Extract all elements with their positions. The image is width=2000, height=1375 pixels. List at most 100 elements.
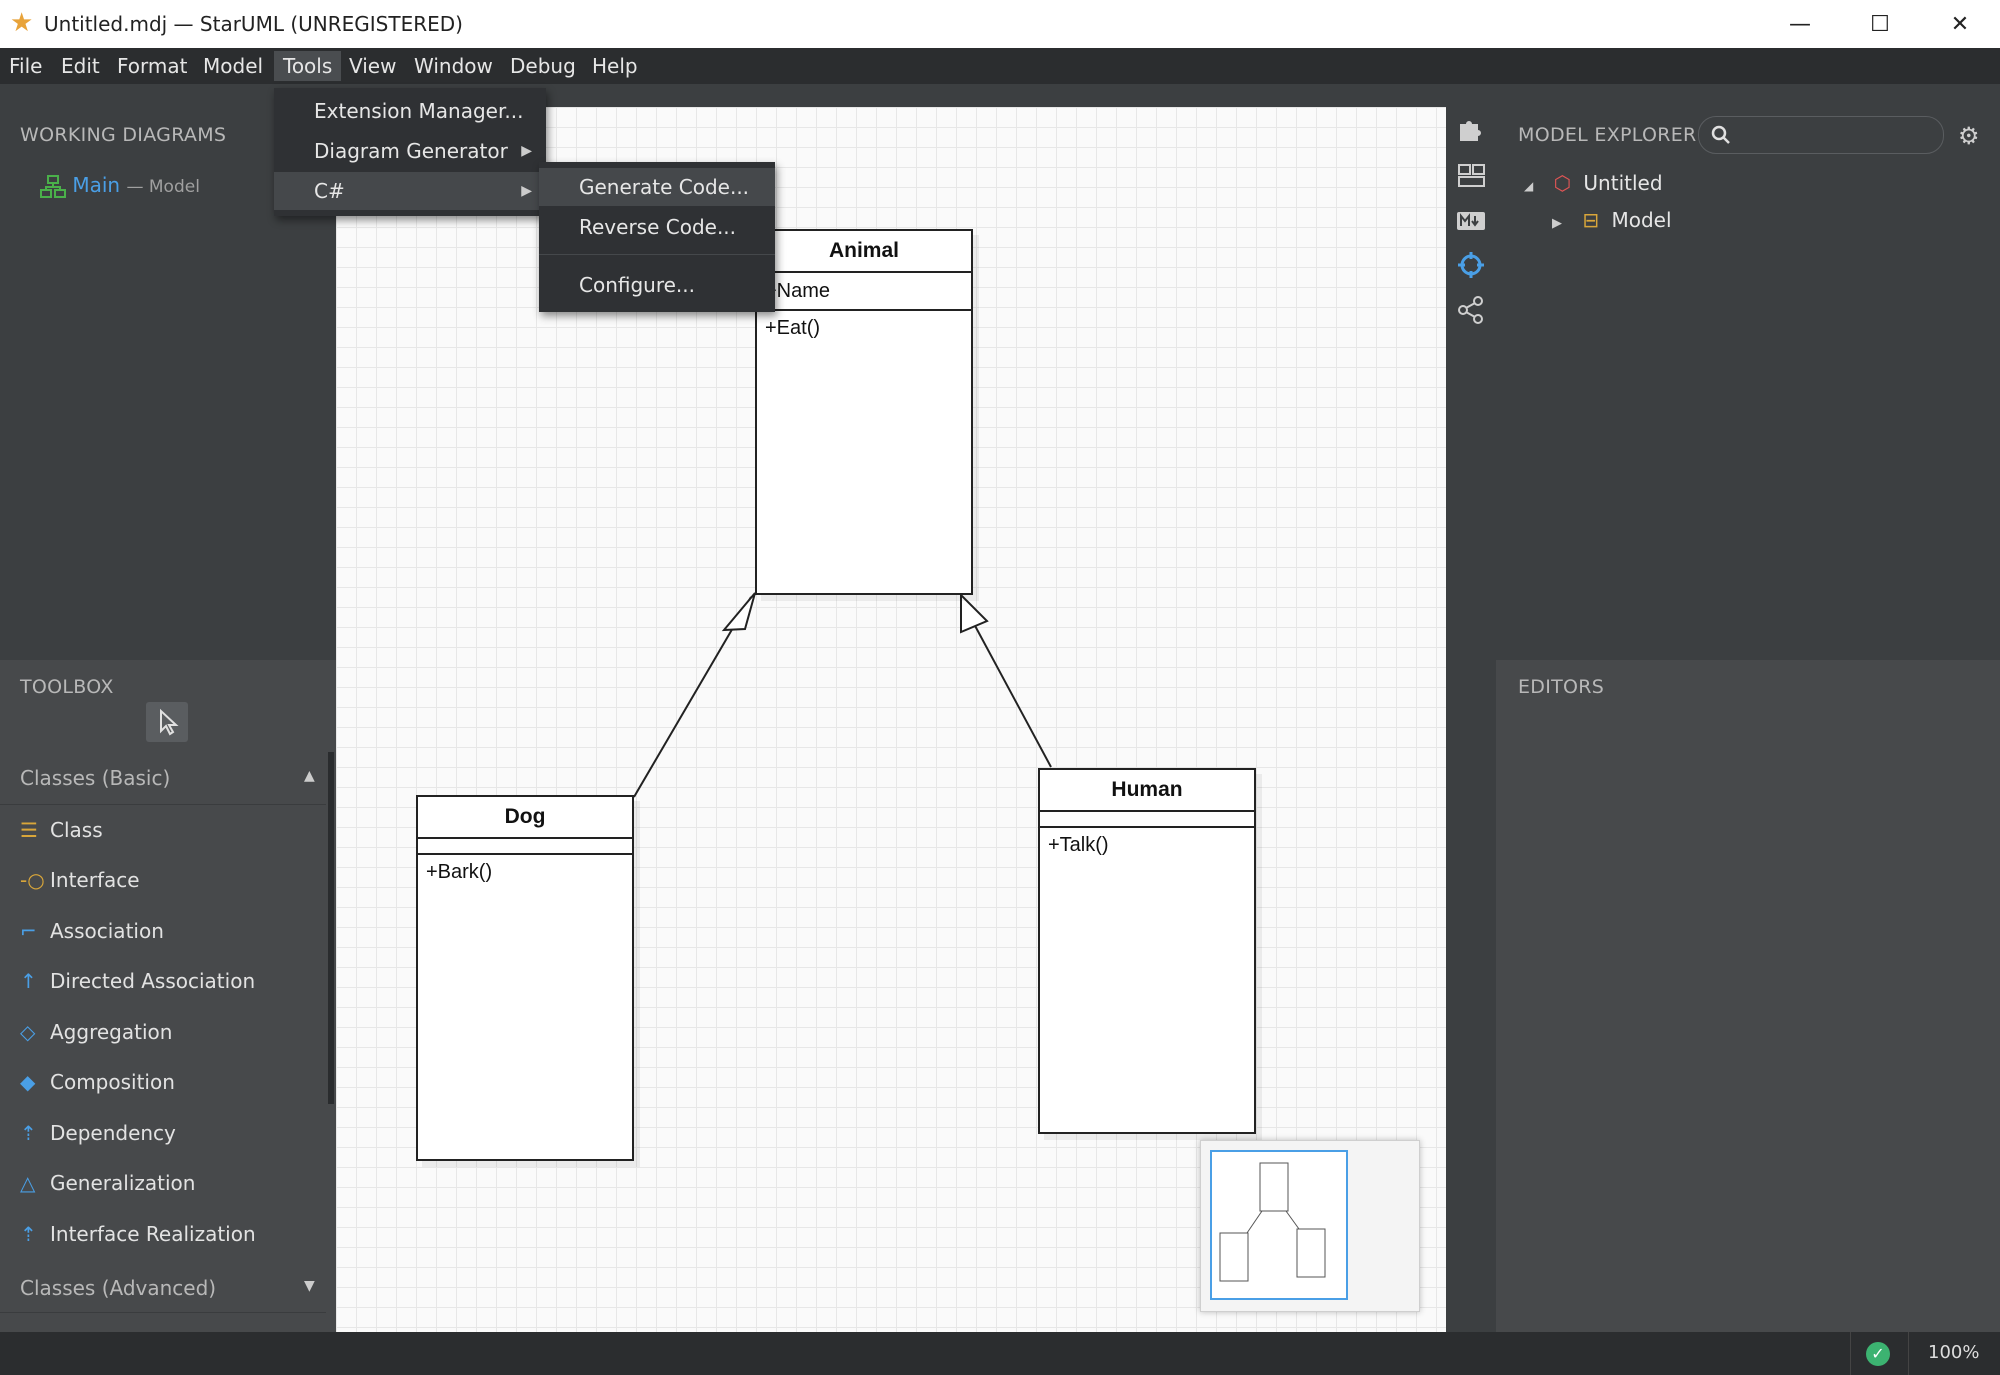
minimap[interactable] xyxy=(1200,1140,1420,1312)
model-explorer-title: MODEL EXPLORER xyxy=(1518,124,1697,146)
tool-aggregation[interactable]: ◇Aggregation xyxy=(20,1014,172,1050)
composition-icon: ◆ xyxy=(20,1070,36,1094)
tool-interface[interactable]: -○Interface xyxy=(20,862,140,898)
menu-item-generate-code[interactable]: Generate Code... xyxy=(539,168,775,206)
window-title: Untitled.mdj — StarUML (UNREGISTERED) xyxy=(44,12,463,36)
tree-expand-icon[interactable]: ▶ xyxy=(1552,216,1562,231)
menu-item-configure[interactable]: Configure... xyxy=(579,273,696,297)
editors-panel: EDITORS xyxy=(1496,660,2000,1332)
directed-association-icon: ↑ xyxy=(20,969,37,993)
pointer-icon xyxy=(160,708,179,736)
model-explorer-panel: MODEL EXPLORER ⚙ ◢ ⬡ Untitled ▶ ⊟ Model xyxy=(1496,84,2000,660)
layout-grid-icon[interactable] xyxy=(1456,160,1486,190)
minimize-button[interactable]: — xyxy=(1789,11,1811,37)
canvas-top-strip xyxy=(336,84,1446,107)
class-dog-attributes[interactable] xyxy=(418,839,632,855)
divider xyxy=(0,804,326,805)
generalization-icon: △ xyxy=(20,1171,36,1195)
toolbox-title: TOOLBOX xyxy=(20,676,114,698)
generalization-connectors xyxy=(633,592,1052,798)
association-icon: ⌐ xyxy=(20,919,37,943)
staruml-logo-icon: ★ xyxy=(10,8,34,38)
editors-title: EDITORS xyxy=(1518,676,1605,698)
tree-item-untitled[interactable]: ◢ ⬡ Untitled xyxy=(1524,171,1663,195)
class-diagram-icon xyxy=(40,174,66,198)
tool-composition[interactable]: ◆Composition xyxy=(20,1064,175,1100)
collapse-up-icon[interactable]: ▲ xyxy=(304,768,315,784)
markdown-icon[interactable] xyxy=(1456,206,1486,236)
title-bar: ★ Untitled.mdj — StarUML (UNREGISTERED) … xyxy=(0,0,2000,48)
model-explorer-search[interactable] xyxy=(1698,116,1944,154)
class-human-attributes[interactable] xyxy=(1040,812,1254,828)
menu-format[interactable]: Format xyxy=(117,54,188,78)
extensions-puzzle-icon[interactable] xyxy=(1456,114,1486,144)
class-animal[interactable]: Animal +Name +Eat() xyxy=(755,229,973,595)
diagram-canvas[interactable]: Animal +Name +Eat() Dog +Bark() Human +T… xyxy=(336,107,1446,1332)
menu-divider xyxy=(539,254,775,255)
menu-debug[interactable]: Debug xyxy=(510,54,576,78)
status-bar: ✓ 100% xyxy=(0,1332,2000,1375)
validation-ok-icon[interactable]: ✓ xyxy=(1866,1342,1890,1366)
search-icon xyxy=(1711,125,1730,144)
toolbox-section-advanced[interactable]: Classes (Advanced) xyxy=(20,1276,217,1300)
menu-help[interactable]: Help xyxy=(592,54,638,78)
menu-bar: File Edit Format Model Tools View Window… xyxy=(0,48,2000,84)
working-diagram-suffix: — Model xyxy=(126,177,200,197)
settings-gear-icon[interactable]: ⚙ xyxy=(1958,122,1980,150)
menu-item-extension-manager[interactable]: Extension Manager... xyxy=(314,99,524,123)
menu-edit[interactable]: Edit xyxy=(61,54,100,78)
model-package-icon: ⊟ xyxy=(1582,208,1600,232)
menu-item-diagram-generator[interactable]: Diagram Generator▶ xyxy=(274,132,546,170)
menu-item-csharp[interactable]: C#▶ xyxy=(274,172,546,210)
side-icon-bar xyxy=(1446,84,1496,1332)
csharp-submenu: Generate Code... Reverse Code... Configu… xyxy=(539,162,775,312)
menu-file[interactable]: File xyxy=(9,54,43,78)
working-diagrams-title: WORKING DIAGRAMS xyxy=(20,124,227,146)
class-animal-attribute[interactable]: +Name xyxy=(757,273,971,311)
class-dog-operation[interactable]: +Bark() xyxy=(426,861,493,883)
minimap-preview xyxy=(1210,1150,1348,1300)
select-tool-button[interactable] xyxy=(146,702,188,742)
menu-model[interactable]: Model xyxy=(203,54,264,78)
interface-icon: -○ xyxy=(20,868,45,892)
menu-item-reverse-code[interactable]: Reverse Code... xyxy=(579,215,737,239)
dependency-icon: ⇡ xyxy=(20,1121,37,1145)
zoom-level[interactable]: 100% xyxy=(1928,1342,1980,1363)
tool-generalization[interactable]: △Generalization xyxy=(20,1165,195,1201)
share-icon[interactable] xyxy=(1456,295,1486,325)
model-explorer-search-input[interactable] xyxy=(1737,121,1937,149)
menu-tools[interactable]: Tools xyxy=(274,51,342,81)
close-button[interactable]: ✕ xyxy=(1950,11,1970,37)
class-dog-name: Dog xyxy=(418,797,632,839)
toolbox-section-basic[interactable]: Classes (Basic) xyxy=(20,766,171,790)
class-human-operation[interactable]: +Talk() xyxy=(1048,834,1109,856)
divider xyxy=(1850,1332,1851,1375)
toolbox-scrollbar[interactable] xyxy=(328,752,334,1104)
tool-association[interactable]: ⌐Association xyxy=(20,913,164,949)
tool-directed-association[interactable]: ↑Directed Association xyxy=(20,963,255,999)
aggregation-icon: ◇ xyxy=(20,1020,36,1044)
human-generalization-line[interactable] xyxy=(965,608,1052,768)
tree-item-model[interactable]: ▶ ⊟ Model xyxy=(1552,208,1672,232)
class-dog[interactable]: Dog +Bark() xyxy=(416,795,634,1161)
tools-menu: Extension Manager... Diagram Generator▶ … xyxy=(274,88,546,216)
tool-class[interactable]: ☰Class xyxy=(20,812,103,848)
class-animal-operation[interactable]: +Eat() xyxy=(765,317,821,339)
tool-dependency[interactable]: ⇡Dependency xyxy=(20,1115,176,1151)
maximize-button[interactable]: ☐ xyxy=(1870,11,1890,37)
submenu-arrow-icon: ▶ xyxy=(521,183,532,199)
menu-view[interactable]: View xyxy=(349,54,397,78)
dog-generalization-arrowhead xyxy=(721,592,756,632)
working-diagram-item-main[interactable]: Main — Model xyxy=(40,170,200,200)
class-animal-name: Animal xyxy=(757,231,971,273)
menu-window[interactable]: Window xyxy=(414,54,493,78)
navigator-crosshair-icon[interactable] xyxy=(1456,250,1486,280)
class-human[interactable]: Human +Talk() xyxy=(1038,768,1256,1134)
divider xyxy=(0,1312,326,1313)
submenu-arrow-icon: ▶ xyxy=(521,143,532,159)
tree-collapse-icon[interactable]: ◢ xyxy=(1524,179,1534,193)
tool-interface-realization[interactable]: ⇡Interface Realization xyxy=(20,1216,256,1252)
interface-realization-icon: ⇡ xyxy=(20,1222,37,1246)
divider xyxy=(1908,1332,1909,1375)
expand-down-icon[interactable]: ▼ xyxy=(304,1278,315,1294)
